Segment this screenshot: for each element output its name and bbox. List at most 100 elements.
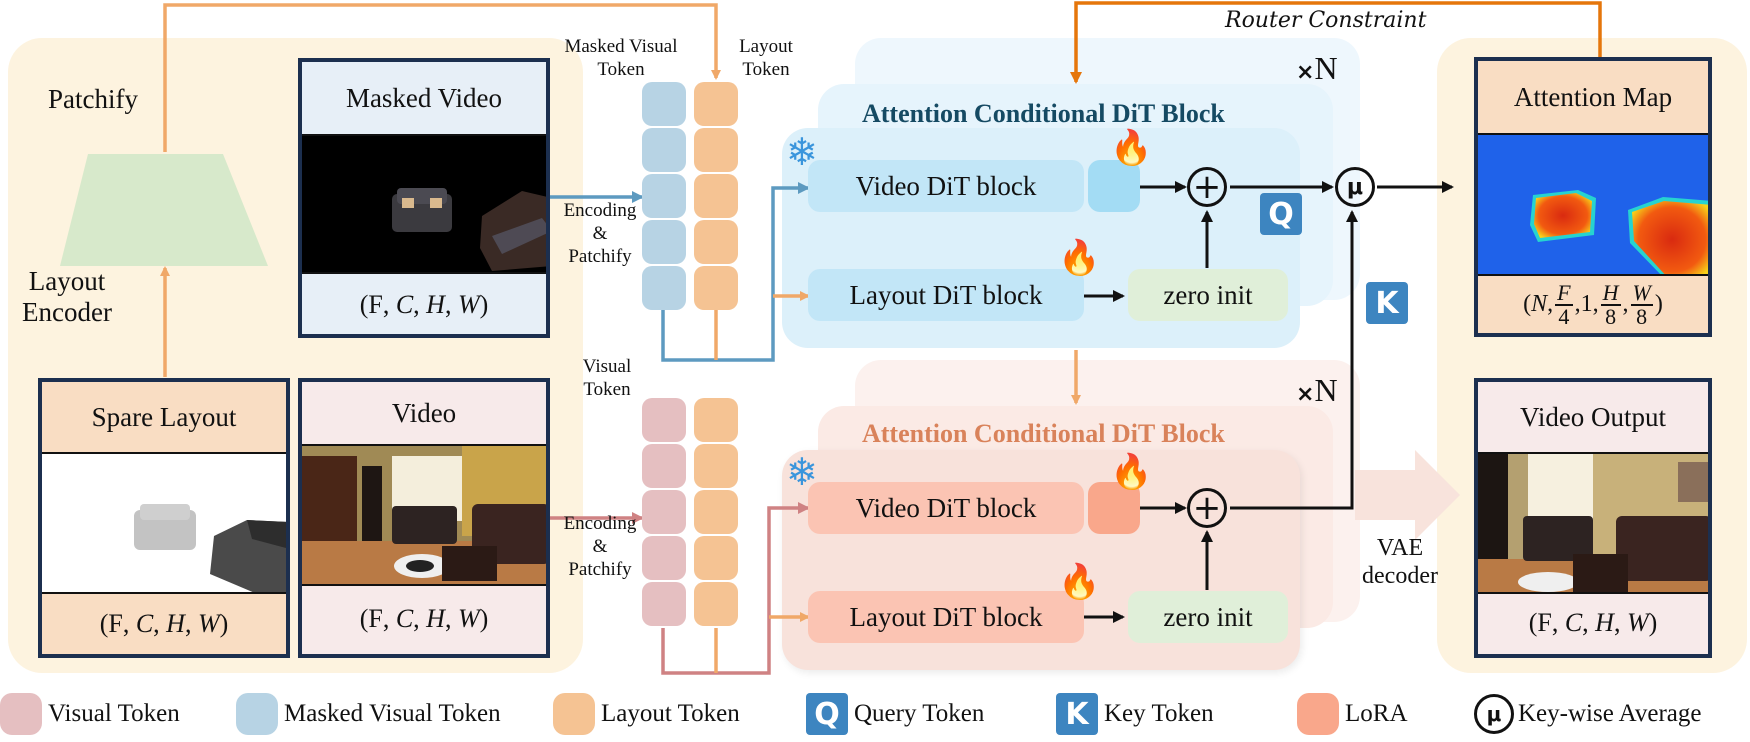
- bottom-video-dit-label: Video DiT block: [855, 492, 1037, 523]
- visual-token: [642, 490, 686, 534]
- bottom-block-title: Attention Conditional DiT Block: [862, 419, 1225, 448]
- layout-token: [694, 536, 738, 580]
- legend-swatch: [553, 693, 595, 735]
- bottom-zero-init-label: zero init: [1163, 601, 1253, 632]
- legend-label: Visual Token: [48, 700, 180, 727]
- key-token-badge: K: [1366, 282, 1408, 324]
- encoding-label-top: Encoding & Patchify: [563, 200, 637, 267]
- layout-sofa-icons: [134, 504, 286, 592]
- trainable-fire-icon: 🔥: [1110, 454, 1153, 491]
- video-output-image: [1478, 452, 1708, 594]
- legend-label: Masked Visual Token: [284, 700, 501, 727]
- layout-token: [694, 582, 738, 626]
- masked-visual-token-label: Masked Visual Token: [564, 36, 678, 80]
- query-token-icon: Q: [806, 693, 848, 735]
- spare-layout-card: Spare Layout (F, C, H, W): [38, 378, 290, 658]
- top-zero-init-block: zero init: [1128, 269, 1288, 321]
- layout-token: [694, 490, 738, 534]
- video-shape: (F, C, H, W): [359, 604, 489, 633]
- layout-token-label: Layout Token: [739, 36, 793, 80]
- layout-token: [694, 220, 738, 264]
- trainable-fire-icon: 🔥: [1110, 130, 1153, 167]
- masked-visual-token: [642, 266, 686, 310]
- spare-layout-shape: (F, C, H, W): [99, 609, 229, 638]
- top-sum-operator: +: [1187, 167, 1227, 207]
- video-output-shape: (F, C, H, W): [1528, 608, 1658, 637]
- output-living-room-scene: [1478, 454, 1708, 592]
- visual-token: [642, 536, 686, 580]
- layout-token: [694, 266, 738, 310]
- video-output-card: Video Output (F, C, H, W): [1474, 378, 1712, 658]
- keywise-average-operator: μ: [1335, 167, 1375, 207]
- top-layout-dit-block: Layout DiT block: [808, 269, 1084, 321]
- living-room-scene: [302, 446, 546, 584]
- layout-encoder-trapezoid: [60, 154, 268, 266]
- video-image: [302, 444, 546, 586]
- legend-item-lora: LoRA: [1297, 692, 1408, 736]
- layout-token: [694, 128, 738, 172]
- spare-layout-image: [42, 452, 286, 594]
- legend-swatch: [236, 693, 278, 735]
- visual-token: [642, 582, 686, 626]
- masked-video-card: Masked Video (F, C, H, W): [298, 58, 550, 338]
- trainable-fire-icon: 🔥: [1058, 564, 1101, 601]
- legend-item-layout-token: Layout Token: [553, 692, 740, 736]
- key-token-icon: K: [1056, 693, 1098, 735]
- legend-item-visual-token: Visual Token: [0, 692, 180, 736]
- layout-token: [694, 174, 738, 218]
- top-repeat-label: ×N: [1296, 50, 1338, 86]
- attention-map-heatmap: [1478, 133, 1708, 276]
- attention-map-title: Attention Map: [1513, 81, 1673, 112]
- legend-label: Key-wise Average: [1518, 700, 1702, 727]
- legend-label: Query Token: [854, 700, 985, 727]
- top-video-dit-block: Video DiT block: [808, 160, 1084, 212]
- legend-item-masked-visual-token: Masked Visual Token: [236, 692, 501, 736]
- masked-visual-token: [642, 82, 686, 126]
- masked-video-shape: (F, C, H, W): [359, 290, 489, 319]
- top-lora-block: [1088, 160, 1140, 212]
- visual-token-label: Visual Token: [582, 356, 632, 400]
- top-layout-dit-label: Layout DiT block: [849, 279, 1043, 310]
- trainable-fire-icon: 🔥: [1058, 240, 1101, 277]
- layout-token: [694, 444, 738, 488]
- layout-token: [694, 398, 738, 442]
- top-zero-init-label: zero init: [1163, 279, 1253, 310]
- masked-visual-token: [642, 220, 686, 264]
- bottom-layout-dit-label: Layout DiT block: [849, 601, 1043, 632]
- encoding-label-bottom: Encoding & Patchify: [563, 513, 637, 580]
- visual-token: [642, 398, 686, 442]
- vae-decoder-label: VAE decoder: [1362, 535, 1438, 589]
- bottom-sum-operator: +: [1187, 488, 1227, 528]
- vae-decoder-arrow: [1355, 450, 1460, 540]
- bottom-repeat-label: ×N: [1296, 372, 1338, 408]
- masked-visual-token: [642, 128, 686, 172]
- masked-visual-token: [642, 174, 686, 218]
- bottom-video-dit-block: Video DiT block: [808, 482, 1084, 534]
- video-output-title: Video Output: [1519, 401, 1667, 432]
- layout-token: [694, 82, 738, 126]
- patchify-label: Patchify: [48, 84, 138, 114]
- legend-label: Layout Token: [601, 700, 740, 727]
- legend-swatch: [0, 693, 42, 735]
- top-block-title: Attention Conditional DiT Block: [862, 99, 1225, 128]
- layout-encoder-label: Layout Encoder: [22, 266, 112, 327]
- legend-label: LoRA: [1345, 700, 1408, 727]
- legend-swatch: [1297, 693, 1339, 735]
- visual-token: [642, 444, 686, 488]
- spare-layout-title: Spare Layout: [91, 401, 237, 432]
- query-token-badge: Q: [1260, 193, 1302, 235]
- bottom-zero-init-block: zero init: [1128, 591, 1288, 643]
- masked-video-title: Masked Video: [345, 82, 503, 113]
- video-title: Video: [391, 397, 457, 428]
- router-constraint-label: Router Constraint: [1225, 8, 1427, 33]
- bottom-lora-block: [1088, 482, 1140, 534]
- masked-video-image: [302, 134, 546, 274]
